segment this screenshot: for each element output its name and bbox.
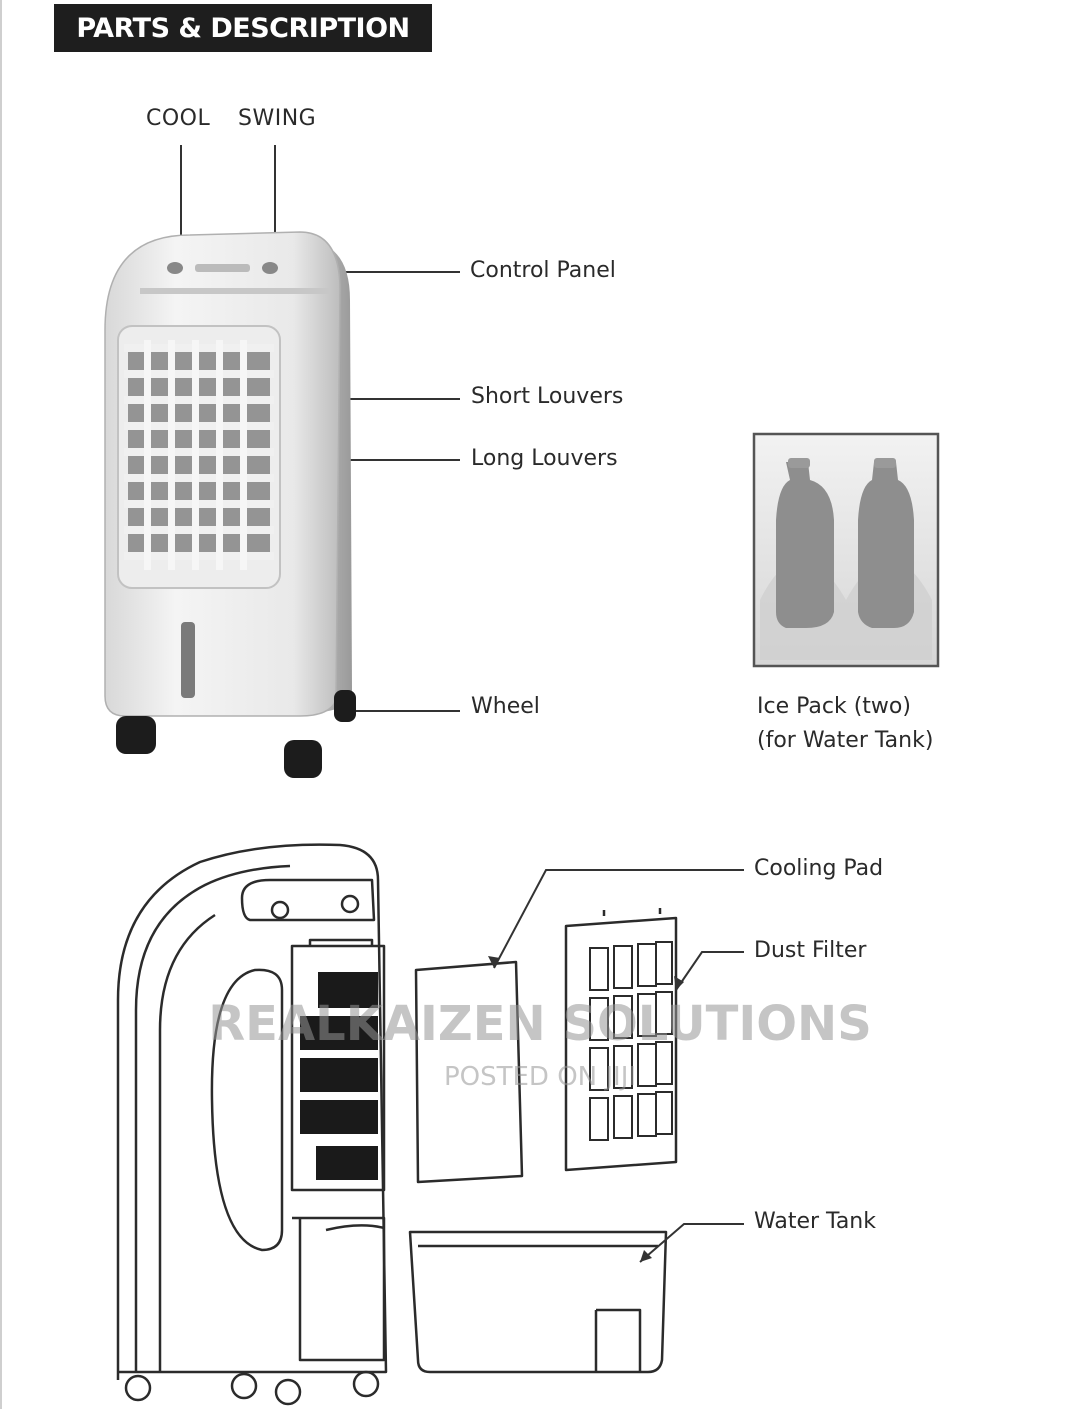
cooler-top-band — [140, 288, 330, 294]
wheel-front-right — [284, 740, 322, 778]
label-wheel: Wheel — [471, 694, 540, 719]
housing-inner-curve — [134, 864, 291, 1372]
label-long-louvers: Long Louvers — [471, 446, 618, 471]
top-knob-left-icon — [270, 900, 290, 920]
leader-water-tank — [639, 1223, 744, 1263]
wheel-front-left — [116, 716, 156, 754]
housing-inner-curve-2 — [158, 913, 216, 1372]
watermark-posted: POSTED ON JIJI — [443, 1062, 637, 1092]
label-short-louvers: Short Louvers — [471, 384, 624, 409]
leader-arrowheads — [488, 956, 684, 1262]
ice-bottle-left — [776, 462, 834, 628]
exploded-line-drawing — [116, 843, 678, 1406]
ice-bottle-right-cap — [874, 458, 896, 468]
left-frame-line — [0, 0, 2, 1409]
tank-bay-curve — [325, 1224, 385, 1232]
label-dust-filter: Dust Filter — [754, 938, 867, 963]
housing-side-window — [210, 968, 284, 1252]
wheel-icon-3 — [274, 1378, 302, 1406]
cooling-pad-drawing — [414, 960, 524, 1184]
arrow-cooling-pad-icon — [488, 956, 500, 968]
label-ice-pack-note: (for Water Tank) — [757, 728, 934, 753]
water-tank-drawing — [408, 1230, 668, 1374]
tank-bay — [292, 1216, 386, 1362]
dust-filter-frame — [564, 916, 678, 1172]
back-frame-pads — [300, 972, 378, 1180]
water-tank-spout — [594, 1308, 642, 1372]
label-swing: SWING — [238, 106, 317, 131]
wheel-icon-4 — [352, 1370, 380, 1398]
top-panel — [240, 878, 376, 922]
arrow-water-tank-icon — [640, 1250, 652, 1262]
ice-bottle-left-cap — [788, 458, 810, 468]
water-level-window — [181, 622, 195, 698]
label-water-tank: Water Tank — [754, 1209, 876, 1234]
wheel-back-right — [334, 690, 356, 722]
page-title: PARTS & DESCRIPTION — [54, 4, 432, 52]
label-control-panel: Control Panel — [470, 258, 616, 283]
swing-knob-icon — [262, 262, 278, 274]
ice-bottle-right — [858, 462, 914, 628]
vertical-louvers — [144, 340, 247, 570]
dust-filter-cells — [589, 941, 673, 1141]
air-cooler-photo — [104, 231, 356, 778]
label-cooling-pad: Cooling Pad — [754, 856, 884, 881]
dust-filter-clips — [602, 908, 662, 916]
cool-knob-icon — [167, 262, 183, 274]
back-frame — [290, 944, 386, 1192]
leader-dust-filter — [675, 951, 744, 991]
watermark-brand: REALKAIZEN SOLUTIONS — [208, 996, 872, 1052]
leader-lines-bottom — [493, 869, 744, 1263]
label-cool: COOL — [146, 106, 211, 131]
wheel-icon-1 — [124, 1374, 152, 1402]
top-knob-right-icon — [340, 894, 360, 914]
label-ice-pack: Ice Pack (two) — [757, 694, 911, 719]
arrow-dust-filter-icon — [674, 976, 684, 990]
control-panel-buttons — [195, 264, 250, 272]
housing-outline — [116, 843, 388, 1380]
ice-pack-photo — [752, 432, 940, 668]
wheel-icon-2 — [230, 1372, 258, 1400]
back-frame-top — [308, 938, 374, 946]
leader-cooling-pad — [493, 869, 744, 969]
